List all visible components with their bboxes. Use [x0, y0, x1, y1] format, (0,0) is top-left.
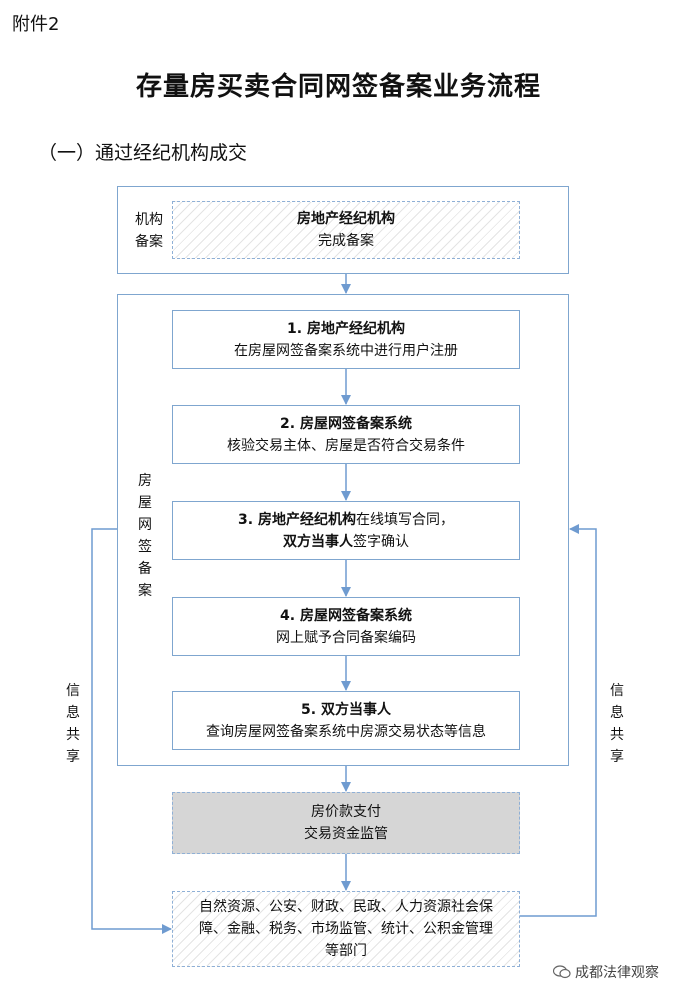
online-side-char: 房	[138, 473, 152, 489]
step-3-line2-bold: 双方当事人	[283, 533, 353, 550]
step-4-box: 4. 房屋网签备案系统 网上赋予合同备案编码	[172, 597, 520, 656]
step-3-line2: 双方当事人签字确认	[173, 531, 519, 553]
attachment-label: 附件2	[12, 14, 60, 35]
online-side-char: 案	[138, 583, 152, 599]
step-1-box: 1. 房地产经纪机构 在房屋网签备案系统中进行用户注册	[172, 310, 520, 369]
step-3-box: 3. 房地产经纪机构在线填写合同， 双方当事人签字确认	[172, 501, 520, 560]
agency-box-text: 完成备案	[318, 233, 374, 249]
info-share-char: 信	[66, 683, 80, 699]
arrow-info-share-left	[91, 528, 172, 934]
section-heading: （一）通过经纪机构成交	[38, 142, 248, 164]
agency-box-title: 房地产经纪机构	[297, 211, 395, 227]
step-3-title-rest: 在线填写合同，	[355, 511, 454, 528]
info-share-char: 共	[610, 727, 624, 743]
watermark: 成都法律观察	[552, 962, 659, 982]
info-share-left-label: 信 息 共 享	[64, 680, 82, 768]
step-4-text: 网上赋予合同备案编码	[276, 629, 416, 646]
step-5-text: 查询房屋网签备案系统中房源交易状态等信息	[206, 723, 486, 740]
agency-side-label-line2: 备案	[135, 234, 163, 250]
step-4-title: 4. 房屋网签备案系统	[280, 607, 412, 624]
step-5-box: 5. 双方当事人 查询房屋网签备案系统中房源交易状态等信息	[172, 691, 520, 750]
online-filing-side-label: 房 屋 网 签 备 案	[136, 470, 154, 602]
step-2-title: 2. 房屋网签备案系统	[280, 415, 412, 432]
watermark-text: 成都法律观察	[575, 965, 659, 981]
step-3-line2-rest: 签字确认	[353, 533, 409, 550]
departments-line2: 障、金融、税务、市场监管、统计、公积金管理	[199, 921, 493, 937]
agency-side-label-line1: 机构	[135, 212, 163, 228]
step-1-text: 在房屋网签备案系统中进行用户注册	[234, 342, 458, 359]
agency-filing-side-label: 机构 备案	[131, 209, 167, 253]
payment-supervision-box: 房价款支付 交易资金监管	[172, 792, 520, 854]
info-share-char: 息	[610, 705, 624, 721]
wechat-icon	[552, 965, 571, 979]
step-1-title: 1. 房地产经纪机构	[287, 320, 405, 337]
agency-filing-container	[117, 186, 569, 274]
online-side-char: 备	[138, 561, 152, 577]
online-filing-container	[117, 294, 569, 766]
online-side-char: 签	[138, 539, 152, 555]
info-share-char: 享	[610, 749, 624, 765]
info-share-right-label: 信 息 共 享	[608, 680, 626, 768]
arrow-info-share-right	[520, 524, 597, 917]
payment-line1: 房价款支付	[311, 804, 381, 820]
step-3-title-bold: 3. 房地产经纪机构	[238, 511, 356, 528]
info-share-char: 信	[610, 683, 624, 699]
step-5-title: 5. 双方当事人	[301, 701, 391, 718]
info-share-char: 共	[66, 727, 80, 743]
step-3-line1: 3. 房地产经纪机构在线填写合同，	[173, 509, 519, 531]
departments-line1: 自然资源、公安、财政、民政、人力资源社会保	[199, 899, 493, 915]
departments-box: 自然资源、公安、财政、民政、人力资源社会保 障、金融、税务、市场监管、统计、公积…	[172, 891, 520, 967]
info-share-char: 享	[66, 749, 80, 765]
payment-line2: 交易资金监管	[304, 826, 388, 842]
page-title: 存量房买卖合同网签备案业务流程	[135, 72, 541, 102]
online-side-char: 网	[138, 517, 152, 533]
step-2-text: 核验交易主体、房屋是否符合交易条件	[227, 437, 465, 454]
agency-filing-box: 房地产经纪机构 完成备案	[172, 201, 520, 259]
departments-line3: 等部门	[325, 943, 367, 959]
info-share-char: 息	[66, 705, 80, 721]
step-2-box: 2. 房屋网签备案系统 核验交易主体、房屋是否符合交易条件	[172, 405, 520, 464]
online-side-char: 屋	[138, 495, 152, 511]
